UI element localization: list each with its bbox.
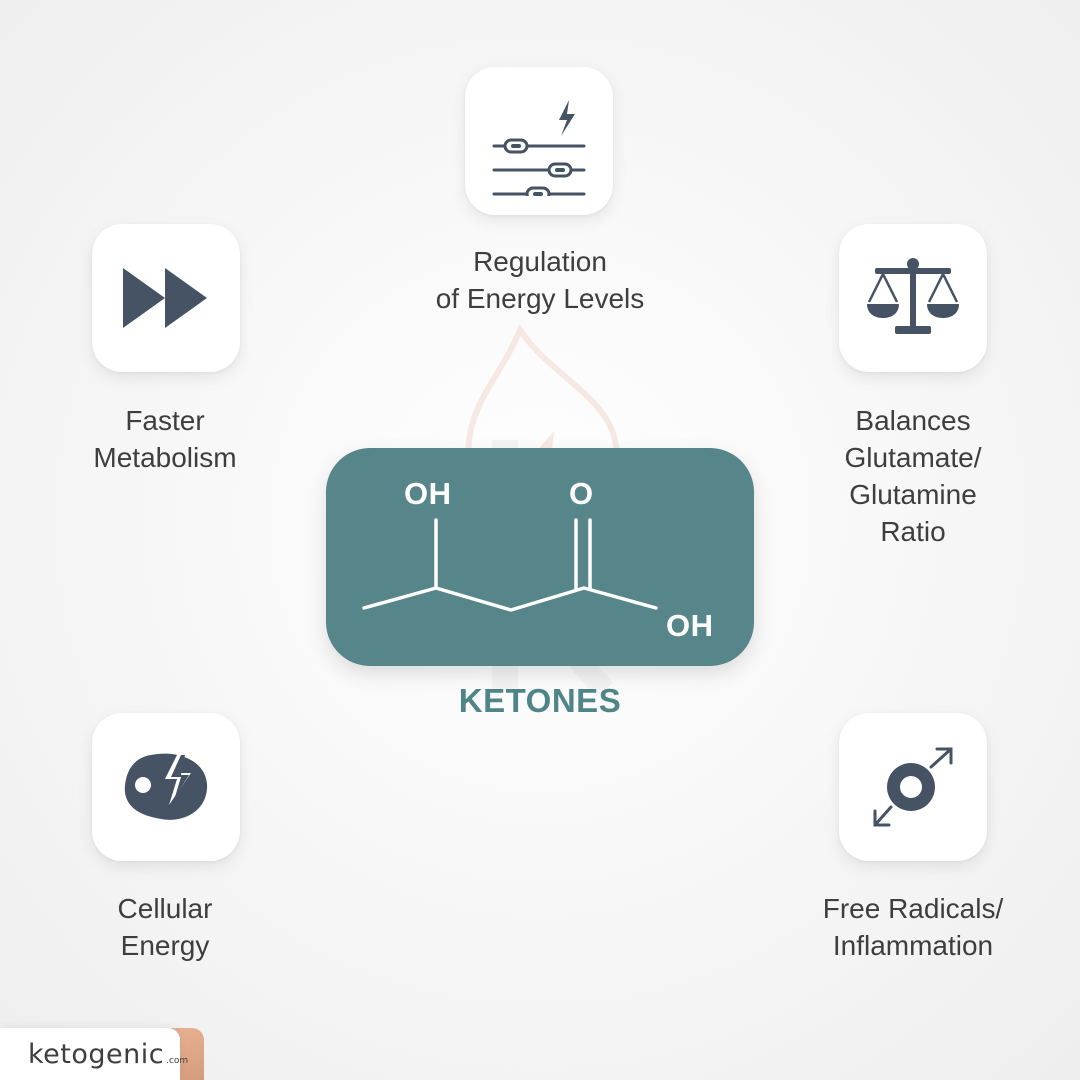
- radicals-label-line: Free Radicals/: [822, 893, 1004, 924]
- logo-wordmark: ketogenic: [28, 1039, 165, 1070]
- metabolism-label: Faster Metabolism: [40, 402, 290, 476]
- sliders-lightning-icon: [492, 100, 586, 196]
- radicals-label-line: Inflammation: [832, 930, 994, 961]
- radicals-tile: [839, 713, 987, 861]
- regulation-tile: [465, 67, 613, 215]
- logo-suffix: .com: [166, 1056, 189, 1066]
- expanding-circle-icon: [873, 747, 953, 827]
- cellular-label: Cellular Energy: [40, 890, 290, 964]
- cellular-label-line: Energy: [120, 930, 210, 961]
- glutamate-label: Balances Glutamate/ Glutamine Ratio: [783, 402, 1043, 550]
- oxygen-label: O: [569, 476, 594, 511]
- glutamate-tile: [839, 224, 987, 372]
- ketone-structure-diagram: [362, 518, 658, 612]
- regulation-label-line: of Energy Levels: [435, 283, 645, 314]
- glutamate-label-line: Balances: [855, 405, 971, 436]
- glutamate-label-line: Ratio: [880, 516, 946, 547]
- metabolism-label-line: Faster: [125, 405, 205, 436]
- glutamate-label-line: Glutamine: [849, 479, 977, 510]
- hydroxyl-top-label: OH: [404, 476, 452, 511]
- fast-forward-icon: [123, 268, 207, 328]
- metabolism-tile: [92, 224, 240, 372]
- ketone-molecule-card: OH O OH: [326, 448, 754, 666]
- regulation-label-line: Regulation: [473, 246, 607, 277]
- balance-scale-icon: [867, 258, 959, 334]
- ketones-title: KETONES: [458, 682, 622, 719]
- cellular-tile: [92, 713, 240, 861]
- cell-lightning-icon: [124, 751, 208, 820]
- ketogenic-logo: ketogenic.com: [28, 1039, 188, 1070]
- glutamate-label-line: Glutamate/: [844, 442, 982, 473]
- logo-box: [0, 1028, 180, 1080]
- regulation-label: Regulation of Energy Levels: [390, 243, 690, 317]
- metabolism-label-line: Metabolism: [93, 442, 237, 473]
- cellular-label-line: Cellular: [117, 893, 213, 924]
- radicals-label: Free Radicals/ Inflammation: [773, 890, 1053, 964]
- hydroxyl-right-label: OH: [666, 608, 714, 643]
